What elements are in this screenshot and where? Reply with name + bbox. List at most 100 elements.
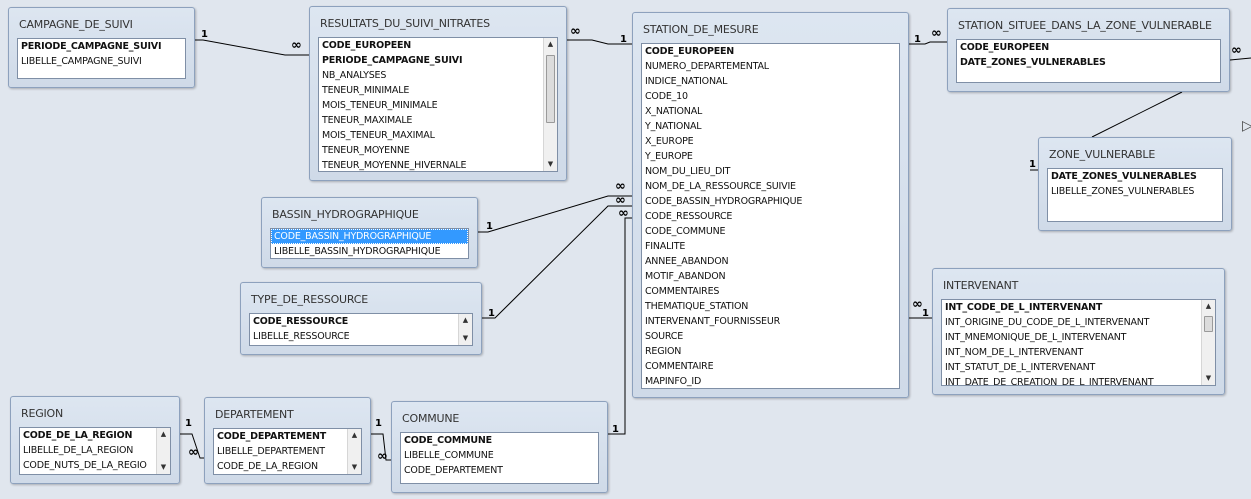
field-row[interactable]: Y_EUROPE — [645, 151, 693, 162]
field-row[interactable]: CODE_DE_LA_REGION — [217, 461, 318, 472]
field-list[interactable]: DATE_ZONES_VULNERABLES LIBELLE_ZONES_VUL… — [1047, 168, 1223, 222]
field-row[interactable]: SOURCE — [645, 331, 684, 342]
field-row[interactable]: LIBELLE_DEPARTEMENT — [217, 446, 325, 457]
table-station-situee-dans-la-zone-vulnerable[interactable]: STATION_SITUEE_DANS_LA_ZONE_VULNERABLE C… — [947, 8, 1230, 92]
field-row[interactable]: CODE_RESSOURCE — [253, 316, 349, 327]
field-row[interactable]: DATE_ZONES_VULNERABLES — [1051, 171, 1197, 182]
field-row[interactable]: CODE_EUROPEEN — [960, 42, 1050, 53]
field-row[interactable]: INT_CODE_DE_L_INTERVENANT — [945, 302, 1103, 313]
cardinality-one: 1 — [914, 34, 921, 45]
field-row-selected[interactable]: CODE_BASSIN_HYDROGRAPHIQUE — [271, 229, 468, 244]
field-row[interactable]: LIBELLE_DE_LA_REGION — [23, 445, 134, 456]
field-row[interactable]: CODE_BASSIN_HYDROGRAPHIQUE — [645, 196, 803, 207]
field-row[interactable]: NOM_DU_LIEU_DIT — [645, 166, 731, 177]
field-row[interactable]: INT_DATE_DE_CREATION_DE_L_INTERVENANT — [945, 377, 1154, 386]
field-row[interactable]: X_NATIONAL — [645, 106, 703, 117]
field-row[interactable]: COMMENTAIRE — [645, 361, 714, 372]
table-type-de-ressource[interactable]: TYPE_DE_RESSOURCE CODE_RESSOURCE LIBELLE… — [240, 282, 482, 355]
field-row[interactable]: INDICE_NATIONAL — [645, 76, 728, 87]
table-commune[interactable]: COMMUNE CODE_COMMUNE LIBELLE_COMMUNE COD… — [391, 401, 608, 493]
scroll-thumb[interactable] — [1204, 316, 1213, 332]
field-row[interactable]: CODE_EUROPEEN — [322, 40, 412, 51]
scrollbar[interactable]: ▲ ▼ — [1201, 300, 1215, 385]
field-row[interactable]: TENEUR_MOYENNE_HIVERNALE — [322, 160, 467, 171]
field-list[interactable]: PERIODE_CAMPAGNE_SUIVI LIBELLE_CAMPAGNE_… — [17, 38, 186, 79]
field-list[interactable]: CODE_BASSIN_HYDROGRAPHIQUE LIBELLE_BASSI… — [270, 228, 469, 259]
field-row[interactable]: MOIS_TENEUR_MAXIMAL — [322, 130, 435, 141]
field-list[interactable]: INT_CODE_DE_L_INTERVENANT INT_ORIGINE_DU… — [941, 299, 1216, 386]
field-row[interactable]: TENEUR_MAXIMALE — [322, 115, 413, 126]
field-row[interactable]: INT_NOM_DE_L_INTERVENANT — [945, 347, 1084, 358]
field-row[interactable]: TENEUR_MINIMALE — [322, 85, 410, 96]
table-resultats-du-suivi-nitrates[interactable]: RESULTATS_DU_SUIVI_NITRATES CODE_EUROPEE… — [309, 6, 567, 181]
scrollbar[interactable]: ▲ ▼ — [347, 429, 361, 474]
field-row[interactable]: PERIODE_CAMPAGNE_SUIVI — [322, 55, 463, 66]
scroll-down-arrow-icon[interactable]: ▼ — [351, 463, 358, 471]
field-row[interactable]: INTERVENANT_FOURNISSEUR — [645, 316, 780, 327]
field-row[interactable]: LIBELLE_COMMUNE — [404, 450, 494, 461]
field-row[interactable]: CODE_EUROPEEN — [645, 46, 735, 57]
field-row[interactable]: REGION — [645, 346, 682, 357]
field-row[interactable]: CODE_DEPARTEMENT — [404, 465, 503, 476]
scrollbar[interactable]: ▲ ▼ — [458, 314, 472, 345]
field-row[interactable]: CODE_COMMUNE — [404, 435, 492, 446]
field-row[interactable]: INT_MNEMONIQUE_DE_L_INTERVENANT — [945, 332, 1127, 343]
field-row[interactable]: X_EUROPE — [645, 136, 694, 147]
field-row[interactable]: LIBELLE_BASSIN_HYDROGRAPHIQUE — [274, 246, 441, 257]
field-row[interactable]: INT_STATUT_DE_L_INTERVENANT — [945, 362, 1096, 373]
field-list[interactable]: CODE_DE_LA_REGION LIBELLE_DE_LA_REGION C… — [19, 427, 171, 475]
table-departement[interactable]: DEPARTEMENT CODE_DEPARTEMENT LIBELLE_DEP… — [204, 397, 371, 484]
scroll-down-arrow-icon[interactable]: ▼ — [462, 334, 469, 342]
scroll-down-arrow-icon[interactable]: ▼ — [160, 463, 167, 471]
table-campagne-de-suivi[interactable]: CAMPAGNE_DE_SUIVI PERIODE_CAMPAGNE_SUIVI… — [8, 7, 195, 88]
scroll-thumb[interactable] — [546, 55, 555, 123]
field-row[interactable]: NB_ANALYSES — [322, 70, 387, 81]
cardinality-one: 1 — [612, 424, 619, 435]
scroll-up-arrow-icon[interactable]: ▲ — [462, 316, 469, 324]
field-row[interactable]: CODE_NUTS_DE_LA_REGIO — [23, 460, 147, 471]
field-row[interactable]: COMMENTAIRES — [645, 286, 720, 297]
field-row[interactable]: THEMATIQUE_STATION — [645, 301, 749, 312]
scroll-up-arrow-icon[interactable]: ▲ — [160, 430, 167, 438]
field-row[interactable]: NUMERO_DEPARTEMENTAL — [645, 61, 769, 72]
table-region[interactable]: REGION CODE_DE_LA_REGION LIBELLE_DE_LA_R… — [10, 396, 180, 484]
field-row[interactable]: CODE_RESSOURCE — [645, 211, 733, 222]
scrollbar[interactable]: ▲ ▼ — [156, 428, 170, 474]
field-row[interactable]: MOIS_TENEUR_MINIMALE — [322, 100, 438, 111]
table-intervenant[interactable]: INTERVENANT INT_CODE_DE_L_INTERVENANT IN… — [932, 268, 1225, 395]
scroll-down-arrow-icon[interactable]: ▼ — [547, 160, 554, 168]
scroll-up-arrow-icon[interactable]: ▲ — [547, 40, 554, 48]
table-zone-vulnerable[interactable]: ZONE_VULNERABLE DATE_ZONES_VULNERABLES L… — [1038, 137, 1232, 231]
field-row[interactable]: Y_NATIONAL — [645, 121, 702, 132]
field-list[interactable]: CODE_EUROPEEN DATE_ZONES_VULNERABLES — [956, 39, 1221, 83]
field-row[interactable]: LIBELLE_CAMPAGNE_SUIVI — [21, 56, 142, 67]
cardinality-many: ∞ — [615, 193, 626, 208]
field-row[interactable]: CODE_10 — [645, 91, 688, 102]
scroll-down-arrow-icon[interactable]: ▼ — [1205, 374, 1212, 382]
table-station-de-mesure[interactable]: STATION_DE_MESURE CODE_EUROPEEN NUMERO_D… — [632, 12, 909, 398]
field-row[interactable]: NOM_DE_LA_RESSOURCE_SUIVIE — [645, 181, 796, 192]
field-row[interactable]: FINALITE — [645, 241, 686, 252]
field-list[interactable]: CODE_EUROPEEN NUMERO_DEPARTEMENTAL INDIC… — [641, 43, 900, 389]
field-list[interactable]: CODE_EUROPEEN PERIODE_CAMPAGNE_SUIVI NB_… — [318, 37, 558, 172]
field-list[interactable]: CODE_DEPARTEMENT LIBELLE_DEPARTEMENT COD… — [213, 428, 362, 475]
scroll-up-arrow-icon[interactable]: ▲ — [351, 431, 358, 439]
field-list[interactable]: CODE_COMMUNE LIBELLE_COMMUNE CODE_DEPART… — [400, 432, 599, 484]
field-row[interactable]: CODE_DEPARTEMENT — [217, 431, 327, 442]
field-row[interactable]: MOTIF_ABANDON — [645, 271, 726, 282]
field-list[interactable]: CODE_RESSOURCE LIBELLE_RESSOURCE ▲ ▼ — [249, 313, 473, 346]
mouse-cursor-icon: ▷ — [1242, 118, 1251, 134]
field-row[interactable]: ANNEE_ABANDON — [645, 256, 729, 267]
field-row[interactable]: LIBELLE_RESSOURCE — [253, 331, 350, 342]
field-row[interactable]: PERIODE_CAMPAGNE_SUIVI — [21, 41, 162, 52]
field-row[interactable]: LIBELLE_ZONES_VULNERABLES — [1051, 186, 1195, 197]
field-row[interactable]: MAPINFO_ID — [645, 376, 702, 387]
scrollbar[interactable]: ▲ ▼ — [543, 38, 557, 171]
field-row[interactable]: INT_ORIGINE_DU_CODE_DE_L_INTERVENANT — [945, 317, 1150, 328]
field-row[interactable]: CODE_COMMUNE — [645, 226, 726, 237]
field-row[interactable]: DATE_ZONES_VULNERABLES — [960, 57, 1106, 68]
field-row[interactable]: TENEUR_MOYENNE — [322, 145, 410, 156]
table-bassin-hydrographique[interactable]: BASSIN_HYDROGRAPHIQUE CODE_BASSIN_HYDROG… — [261, 197, 478, 268]
scroll-up-arrow-icon[interactable]: ▲ — [1205, 302, 1212, 310]
field-row[interactable]: CODE_DE_LA_REGION — [23, 430, 133, 441]
